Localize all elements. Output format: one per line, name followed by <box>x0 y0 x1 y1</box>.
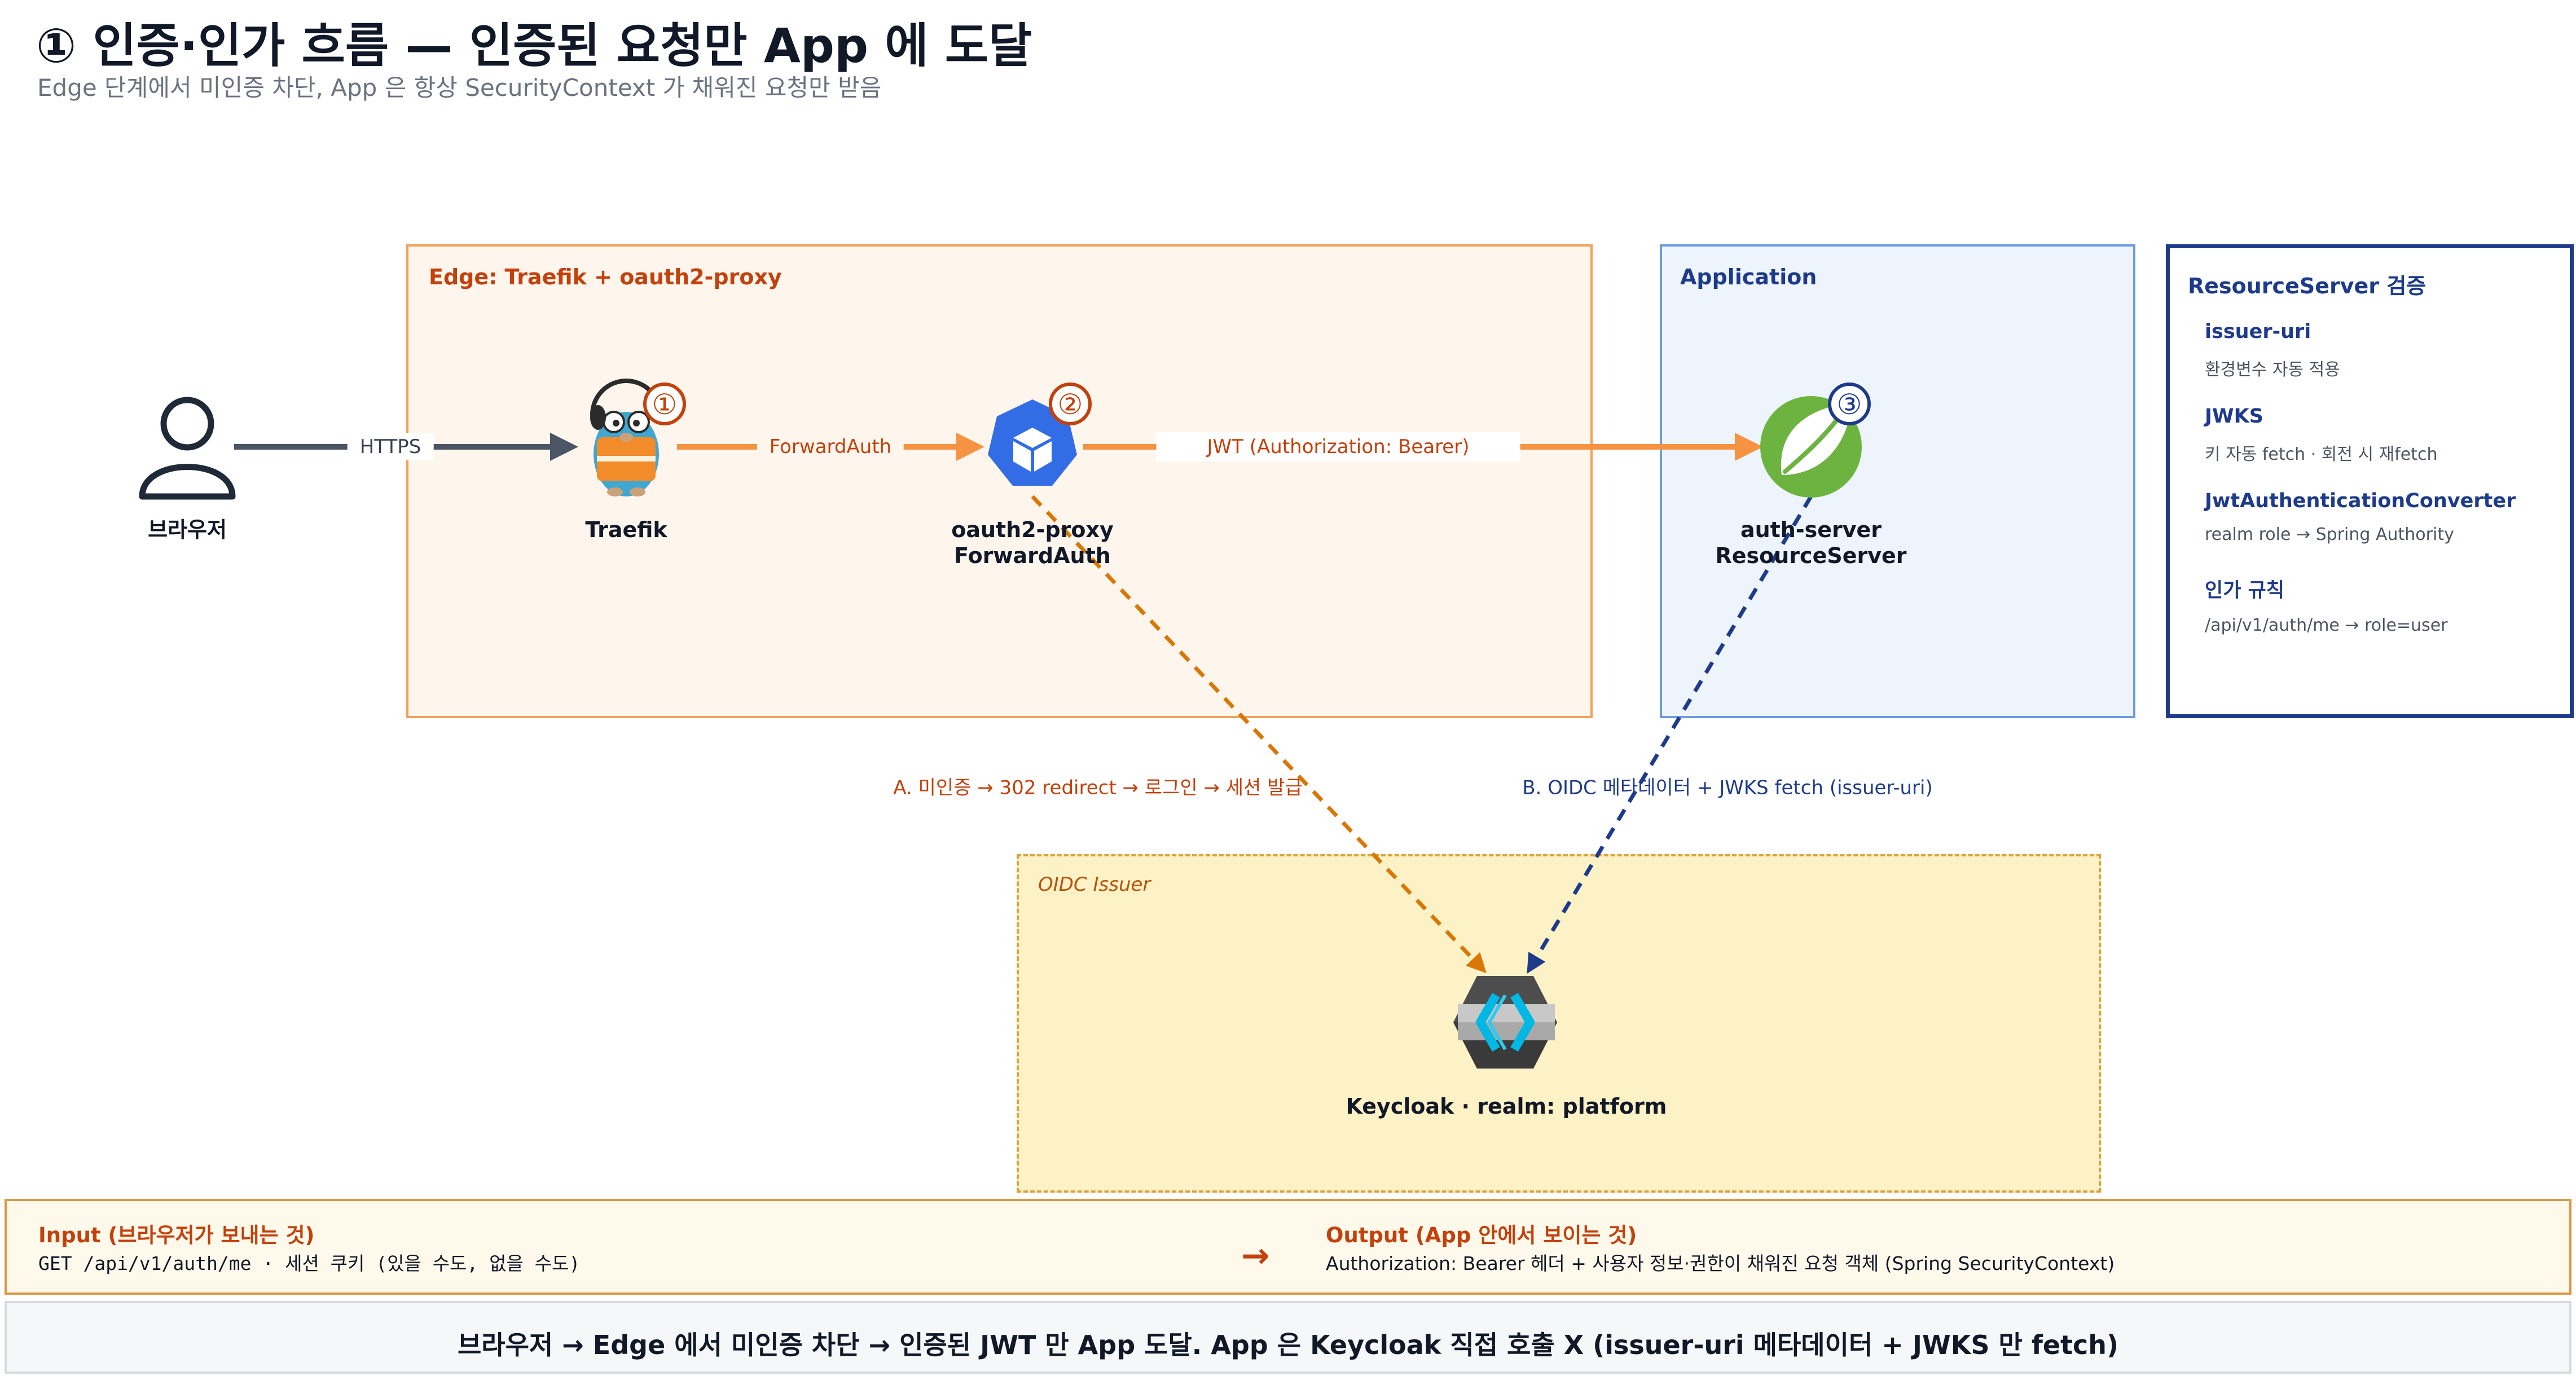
application-panel-title: Application <box>1680 265 1817 289</box>
traefik-gopher-icon <box>590 379 662 496</box>
rs-item-label: issuer-uri <box>2205 320 2311 343</box>
forwardauth-edge-label: ForwardAuth <box>757 433 904 460</box>
rs-item-desc: /api/v1/auth/me → role=user <box>2205 616 2448 635</box>
oauth2-proxy-label: oauth2-proxy ForwardAuth <box>951 517 1114 569</box>
badge-3: ③ <box>1828 383 1871 425</box>
input-value: GET /api/v1/auth/me · 세션 쿠키 (있을 수도, 없을 수… <box>38 1252 581 1274</box>
spring-leaf-icon <box>1760 396 1862 498</box>
badge-3-text: ③ <box>1837 388 1862 421</box>
oidc-issuer-panel-title: OIDC Issuer <box>1038 873 1151 896</box>
resource-server-panel: ResourceServer 검증 issuer-uri 환경변수 자동 적용 … <box>2166 244 2574 718</box>
redirect-edge-label: A. 미인증 → 302 redirect → 로그인 → 세션 발급 <box>893 776 1303 799</box>
keycloak-icon <box>1453 976 1557 1069</box>
page-subtitle: Edge 단계에서 미인증 차단, App 은 항상 SecurityConte… <box>37 74 882 102</box>
auth-server-label: auth-server ResourceServer <box>1715 517 1906 569</box>
application-panel: Application <box>1660 244 2135 718</box>
auth-server-label-line1: auth-server <box>1740 517 1882 542</box>
oidc-fetch-edge-label: B. OIDC 메타데이터 + JWKS fetch (issuer-uri) <box>1522 776 1933 799</box>
person-icon <box>139 397 236 500</box>
jwt-edge-label: JWT (Authorization: Bearer) <box>1156 432 1520 461</box>
rs-item-desc: 환경변수 자동 적용 <box>2205 360 2340 380</box>
input-title: Input (브라우저가 보내는 것) <box>38 1223 315 1247</box>
browser-label: 브라우저 <box>148 517 227 542</box>
traefik-label: Traefik <box>585 517 667 542</box>
input-output-box: Input (브라우저가 보내는 것) GET /api/v1/auth/me … <box>5 1199 2571 1295</box>
https-edge-label: HTTPS <box>347 433 434 460</box>
badge-1-text: ① <box>652 388 678 421</box>
oidc-fetch-edge-line <box>1527 495 1813 974</box>
badge-2: ② <box>1049 383 1092 425</box>
badge-2-text: ② <box>1058 388 1083 421</box>
badge-1: ① <box>643 383 686 425</box>
rs-item-jwks: JWKS 키 자동 fetch · 회전 시 재fetch <box>2205 405 2438 465</box>
rs-item-label: JWKS <box>2205 405 2263 428</box>
rs-item-jwt-converter: JwtAuthenticationConverter realm role → … <box>2205 490 2516 544</box>
oidc-issuer-panel: OIDC Issuer <box>1017 854 2101 1193</box>
resource-server-panel-title: ResourceServer 검증 <box>2188 274 2426 298</box>
io-arrow: → <box>1241 1236 1270 1276</box>
keycloak-label: Keycloak · realm: platform <box>1346 1094 1667 1119</box>
rs-item-label: JwtAuthenticationConverter <box>2205 490 2516 512</box>
rs-item-authorization-rules: 인가 규칙 /api/v1/auth/me → role=user <box>2205 574 2448 635</box>
summary-box: 브라우저 → Edge 에서 미인증 차단 → 인증된 JWT 만 App 도달… <box>5 1301 2571 1374</box>
auth-server-label-line2: ResourceServer <box>1715 543 1907 568</box>
rs-item-label: 인가 규칙 <box>2205 579 2284 602</box>
summary-text: 브라우저 → Edge 에서 미인증 차단 → 인증된 JWT 만 App 도달… <box>457 1330 2119 1360</box>
redirect-edge-line <box>1031 495 1487 974</box>
oauth2-proxy-label-line2: ForwardAuth <box>954 543 1111 568</box>
edge-panel-title: Edge: Traefik + oauth2-proxy <box>429 265 782 289</box>
rs-item-issuer-uri: issuer-uri 환경변수 자동 적용 <box>2205 320 2340 380</box>
oauth2-proxy-label-line1: oauth2-proxy <box>951 517 1114 542</box>
kubernetes-cube-icon <box>988 399 1077 486</box>
page-title: ① 인증·인가 흐름 — 인증된 요청만 App 에 도달 <box>36 18 1032 73</box>
rs-item-desc: realm role → Spring Authority <box>2205 525 2454 544</box>
output-value: Authorization: Bearer 헤더 + 사용자 정보·권한이 채워… <box>1326 1252 2115 1274</box>
rs-item-desc: 키 자동 fetch · 회전 시 재fetch <box>2205 445 2438 464</box>
output-title: Output (App 안에서 보이는 것) <box>1326 1223 1637 1247</box>
